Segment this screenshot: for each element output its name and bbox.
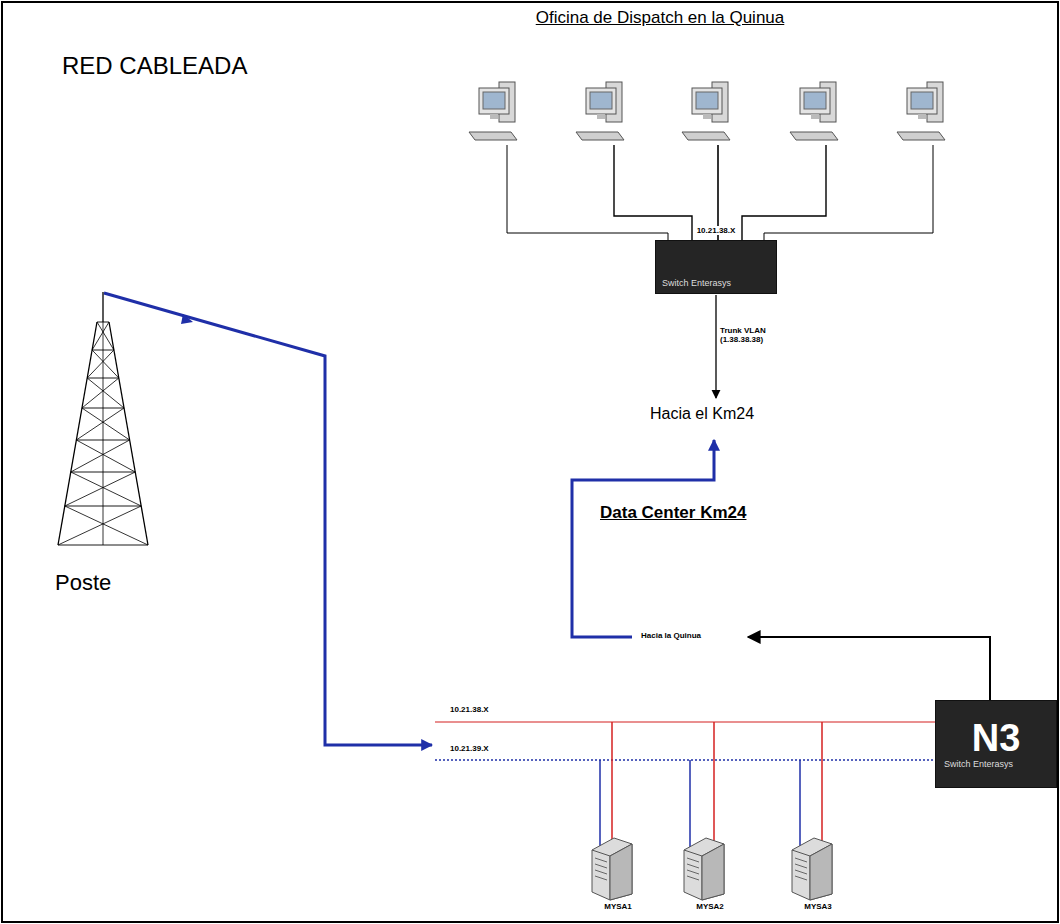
text-label: Hacia la Quinua [641, 631, 701, 640]
computer-icon [682, 82, 730, 140]
server-drop [689, 760, 691, 850]
computer-icon [897, 82, 945, 140]
wire [742, 145, 826, 240]
server-label: MYSA2 [672, 902, 748, 911]
vlan-bus [435, 721, 936, 722]
text-label: Trunk VLAN (1.38.38.38) [720, 326, 790, 344]
text-label: Poste [55, 570, 111, 595]
computer-icon [790, 82, 838, 140]
text-label: Data Center Km24 [600, 503, 746, 523]
server-node: MYSA1 [580, 832, 656, 920]
server-drop [713, 722, 715, 850]
vlan-bus [435, 759, 936, 761]
text-label: Hacia el Km24 [650, 405, 754, 423]
server-icon [672, 832, 732, 902]
link-line [104, 293, 432, 745]
switch-name: N3 [972, 718, 1021, 760]
server-drop [599, 760, 601, 850]
computer-icon [576, 82, 624, 140]
direction-arrow [181, 314, 193, 324]
link-line [572, 440, 714, 637]
diagram-title: RED CABLEADA [62, 52, 247, 80]
wire [764, 145, 933, 240]
computer-icon [469, 82, 517, 140]
tower-illustration [58, 292, 148, 545]
server-label: MYSA1 [580, 902, 656, 911]
wire [507, 145, 668, 240]
switch-box: N3Switch Enterasys [935, 700, 1057, 788]
text-label: 10.21.38.X [450, 705, 489, 714]
switch-label: Switch Enterasys [662, 279, 731, 289]
switch-box: Switch Enterasys [655, 240, 777, 294]
text-label: Oficina de Dispatch en la Quinua [536, 8, 785, 28]
server-drop [821, 722, 823, 850]
server-drop [799, 760, 801, 850]
server-icon [780, 832, 840, 902]
server-drop [611, 722, 613, 850]
switch-label: Switch Enterasys [944, 760, 1013, 770]
uplink-arrow [748, 637, 990, 700]
server-label: MYSA3 [780, 902, 856, 911]
server-node: MYSA2 [672, 832, 748, 920]
wire [614, 145, 692, 240]
trunk-arrow [715, 295, 716, 398]
server-icon [580, 832, 640, 902]
text-label: 10.21.38.X [695, 226, 738, 235]
text-label: 10.21.39.X [450, 744, 489, 753]
server-node: MYSA3 [780, 832, 856, 920]
